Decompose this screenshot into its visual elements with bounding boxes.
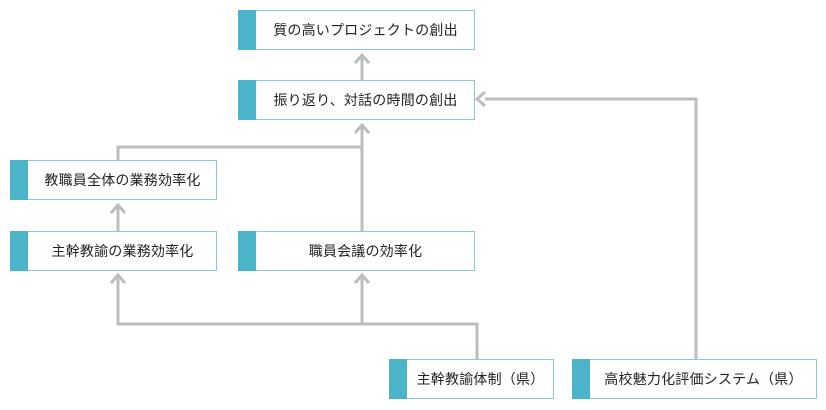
node-meeting-efficiency: 職員会議の効率化 (238, 231, 475, 271)
node-label: 高校魅力化評価システム（県） (604, 372, 803, 388)
node-accent (238, 80, 256, 120)
node-reflection: 振り返り、対話の時間の創出 (238, 80, 475, 120)
node-accent (10, 160, 28, 200)
node-accent (572, 359, 590, 399)
node-accent (10, 231, 28, 271)
arrowhead-staff-efficiency (109, 202, 127, 214)
connector-chief-system (116, 276, 479, 359)
node-accent (238, 10, 256, 50)
node-label: 主幹教諭の業務効率化 (51, 244, 194, 260)
connector-eval-to-reflection (485, 97, 698, 359)
arrowhead-reflection-side (474, 90, 486, 108)
node-accent (238, 231, 256, 271)
node-staff-efficiency: 教職員全体の業務効率化 (10, 160, 217, 200)
node-chief-system: 主幹教諭体制（県） (389, 359, 554, 399)
node-label: 質の高いプロジェクトの創出 (273, 23, 458, 39)
arrowhead-reflection (353, 122, 371, 134)
arrowhead-meeting-efficiency (353, 272, 371, 284)
connector-staff-to-reflection (116, 145, 362, 160)
node-label: 職員会議の効率化 (308, 244, 423, 260)
arrowhead-chief-efficiency (109, 272, 127, 284)
node-goal: 質の高いプロジェクトの創出 (238, 10, 475, 50)
node-evaluation-system: 高校魅力化評価システム（県） (572, 359, 817, 399)
node-label: 教職員全体の業務効率化 (44, 173, 201, 189)
node-chief-efficiency: 主幹教諭の業務効率化 (10, 231, 217, 271)
node-label: 振り返り、対話の時間の創出 (273, 93, 458, 109)
node-accent (389, 359, 407, 399)
arrowhead-goal (353, 52, 371, 64)
node-label: 主幹教諭体制（県） (416, 372, 545, 388)
